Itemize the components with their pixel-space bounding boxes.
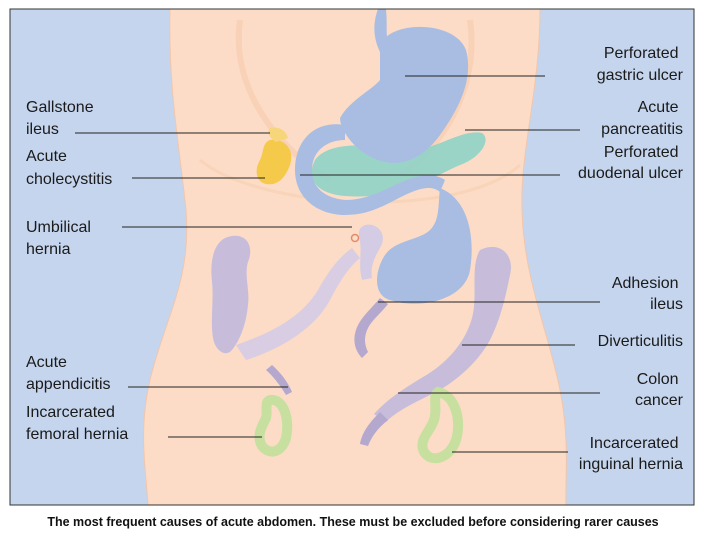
gallstone <box>268 127 288 142</box>
label-acute-pancreatitis: Acute pancreatitis <box>601 99 683 138</box>
umbilical-hernia-mark <box>350 233 360 243</box>
pancreas <box>311 132 486 197</box>
label-acute-cholecystitis: Acute cholecystitis <box>26 148 112 188</box>
descending-colon <box>374 246 511 422</box>
label-acute-appendicitis: Acute appendicitis <box>26 354 111 393</box>
duodenum <box>295 124 445 215</box>
femoral-hernia <box>254 395 293 457</box>
label-adhesion-ileus: Adhesion ileus <box>612 275 683 313</box>
figure-caption: The most frequent causes of acute abdome… <box>47 515 658 529</box>
label-incarcerated-inguinal-hernia: Incarcerated inguinal hernia <box>579 435 683 473</box>
label-perforated-duodenal-ulcer: Perforated duodenal ulcer <box>578 144 684 182</box>
stomach <box>340 26 469 163</box>
figure-frame <box>9 8 695 506</box>
label-diverticulitis: Diverticulitis <box>598 333 683 350</box>
label-umbilical-hernia: Umbilical hernia <box>26 219 95 258</box>
label-perforated-gastric-ulcer: Perforated gastric ulcer <box>597 45 684 84</box>
label-incarcerated-femoral-hernia: Incarcerated femoral hernia <box>26 404 128 443</box>
transverse-colon-segment <box>236 248 360 360</box>
jejunal-tail <box>354 298 388 358</box>
gallbladder <box>256 139 292 185</box>
ileum-segment <box>358 224 383 280</box>
sigmoid-colon <box>360 412 388 446</box>
small-bowel-loop <box>376 188 472 304</box>
label-colon-cancer: Colon cancer <box>635 371 684 409</box>
inguinal-hernia <box>417 386 464 464</box>
label-gallstone-ileus: Gallstone ileus <box>26 99 98 138</box>
ascending-colon <box>211 235 251 354</box>
